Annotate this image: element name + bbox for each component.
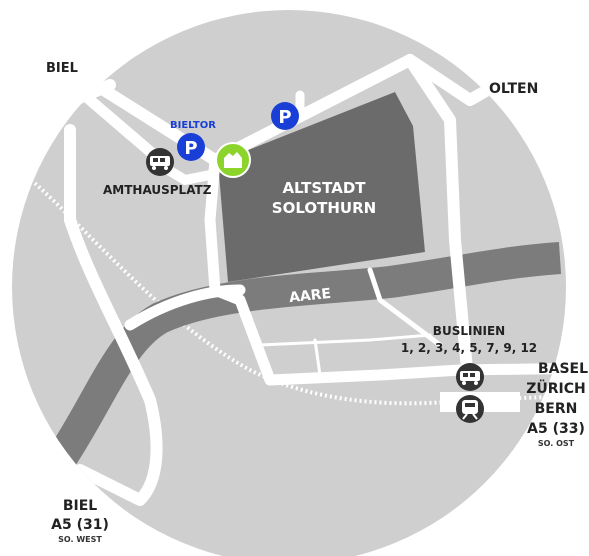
svg-text:P: P <box>184 138 197 159</box>
label-so-west: SO. WEST <box>58 535 102 544</box>
bus-icon[interactable] <box>146 148 174 176</box>
label-bern: BERN <box>535 401 578 417</box>
label-amthausplatz: AMTHAUSPLATZ <box>103 183 212 197</box>
building-icon[interactable] <box>215 142 251 178</box>
label-aare: AARE <box>288 286 331 306</box>
label-a5-east: A5 (33) <box>527 421 585 437</box>
train-icon[interactable] <box>456 395 484 423</box>
label-zurich: ZÜRICH <box>526 379 586 397</box>
bus-icon[interactable] <box>456 363 484 391</box>
label-altstadt: ALTSTADT <box>282 179 366 197</box>
label-a5-west: A5 (31) <box>51 517 109 533</box>
parking-icon[interactable]: P <box>271 102 299 130</box>
label-solothurn: SOLOTHURN <box>272 199 376 217</box>
label-buslinien-numbers: 1, 2, 3, 4, 5, 7, 9, 12 <box>401 341 537 355</box>
label-bieltor: BIELTOR <box>170 120 216 131</box>
river-aare <box>46 242 562 469</box>
label-so-ost: SO. OST <box>538 439 575 448</box>
label-basel: BASEL <box>538 361 588 377</box>
svg-text:P: P <box>278 107 291 128</box>
label-buslinien: BUSLINIEN <box>433 324 505 338</box>
label-olten: OLTEN <box>489 81 538 97</box>
railway-line <box>18 168 566 406</box>
label-biel-top: BIEL <box>46 61 78 76</box>
parking-icon[interactable]: P <box>177 133 205 161</box>
label-biel-bottom: BIEL <box>63 498 97 514</box>
old-town-area <box>218 92 425 282</box>
